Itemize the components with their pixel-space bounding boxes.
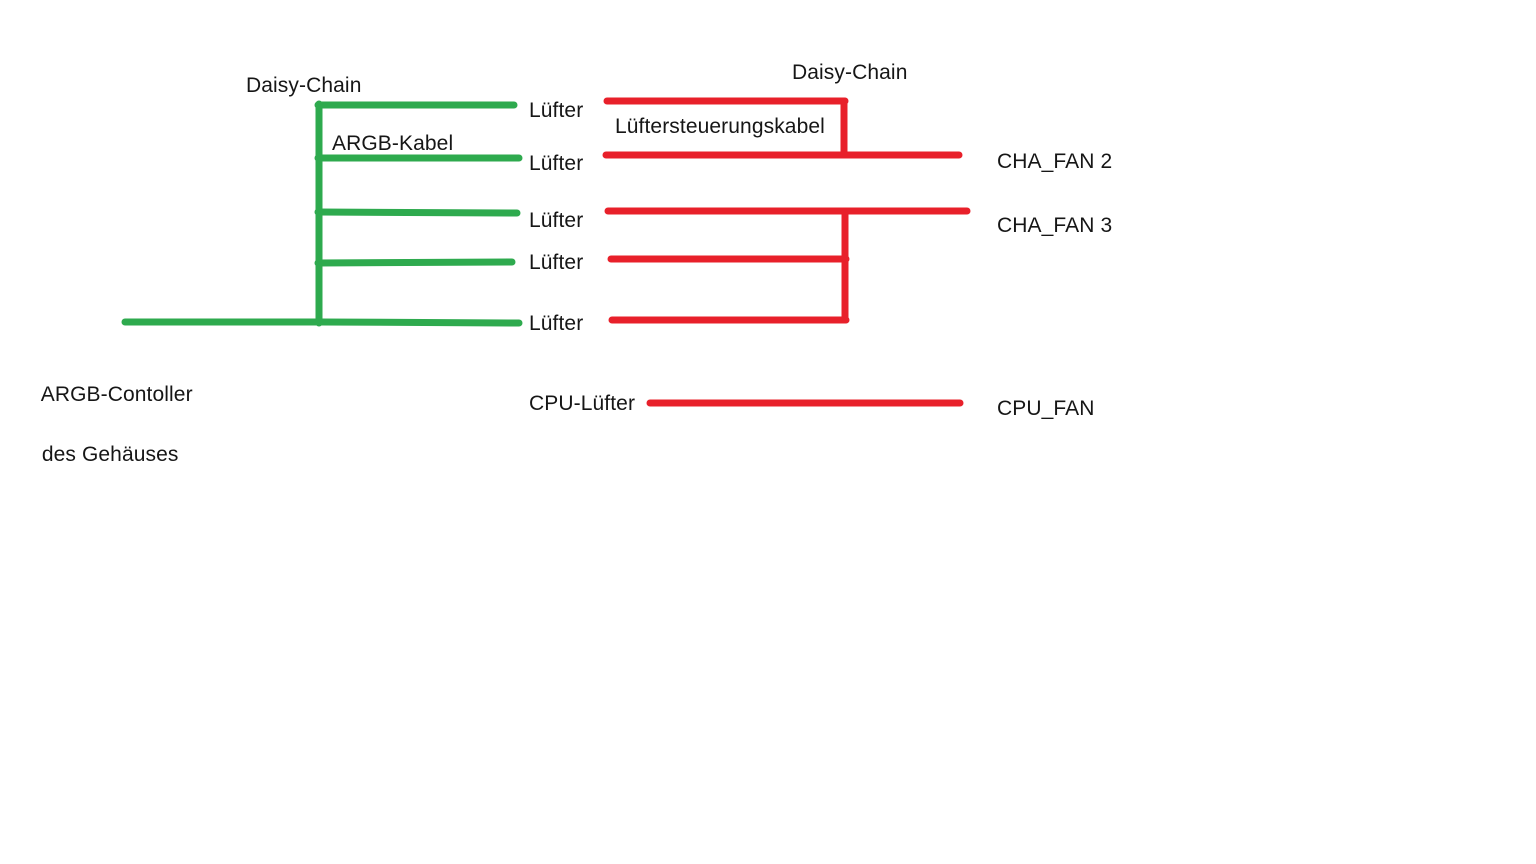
- argb-controller-label-line2: des Gehäuses: [41, 443, 179, 466]
- daisy-chain-label-left: Daisy-Chain: [246, 74, 362, 97]
- fan-label-2: Lüfter: [529, 152, 584, 175]
- fan-label-3: Lüfter: [529, 209, 584, 232]
- header-label-cha-fan-2: CHA_FAN 2: [997, 150, 1113, 173]
- argb-branch-fan-4: [314, 258, 516, 267]
- argb-controller-label-line1: ARGB-Contoller: [40, 383, 193, 406]
- header-label-cha-fan-3: CHA_FAN 3: [997, 214, 1113, 237]
- argb-branch-fan-3: [314, 208, 521, 217]
- fan-label-1: Lüfter: [529, 99, 584, 122]
- cpu-fan-device-label: CPU-Lüfter: [529, 392, 636, 415]
- argb-cable-label: ARGB-Kabel: [332, 132, 454, 155]
- argb-controller-label: ARGB-Contoller des Gehäuses: [30, 350, 193, 470]
- fan-cable-group: [602, 97, 971, 407]
- fan-label-5: Lüfter: [529, 312, 584, 335]
- header-label-cpu-fan: CPU_FAN: [997, 397, 1095, 420]
- fan-label-4: Lüfter: [529, 251, 584, 274]
- daisy-chain-label-right: Daisy-Chain: [792, 61, 908, 84]
- argb-branch-fan-5: [316, 318, 523, 327]
- argb-cable-group: [121, 100, 523, 327]
- fan-control-cable-label: Lüftersteuerungskabel: [615, 115, 825, 138]
